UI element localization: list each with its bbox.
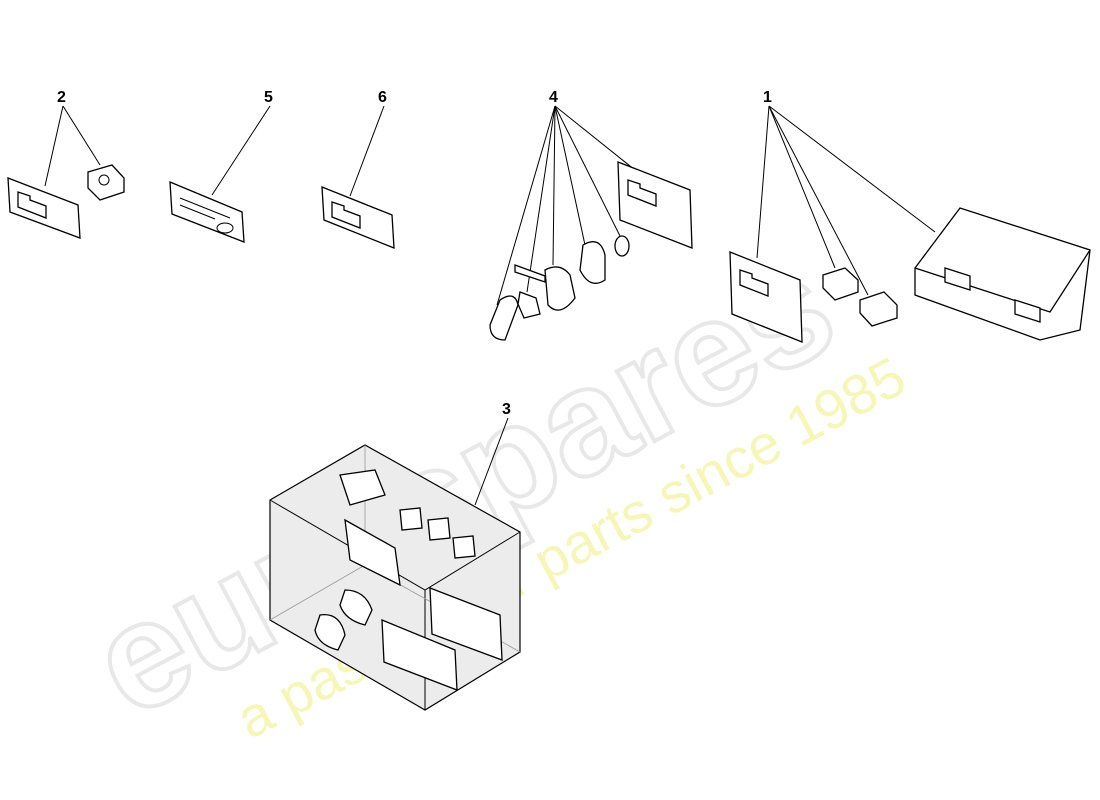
callout-3: 3 [502,401,511,418]
key [314,614,346,651]
ferrari-card [169,180,245,243]
part-group-6[interactable]: 6 [321,89,395,249]
key [339,589,373,626]
transponder [517,291,541,319]
part-group-4[interactable]: 4 [489,89,693,341]
callout-2: 2 [57,89,66,106]
ferrari-card [381,619,458,691]
transponder [859,291,898,327]
lock-cylinder [339,469,386,506]
part-group-2[interactable]: 2 [7,89,125,239]
callout-6: 6 [378,89,387,106]
lock-cylinder [452,535,476,559]
bracket [344,518,401,587]
key-shell [579,241,606,284]
o-ring [614,235,630,257]
part-group-1[interactable]: 1 [729,89,1091,343]
lock-cylinder [427,517,451,541]
callout-4: 4 [549,89,558,106]
key [544,266,576,311]
part-group-3[interactable]: 3 [269,401,521,711]
callout-5: 5 [264,89,273,106]
key-transponder [87,164,125,201]
code-card [429,587,503,661]
part-group-5[interactable]: 5 [169,89,273,243]
key-fob [489,295,519,341]
transponder [822,267,859,301]
callout-1: 1 [763,89,772,106]
lock-cylinder [399,507,423,531]
